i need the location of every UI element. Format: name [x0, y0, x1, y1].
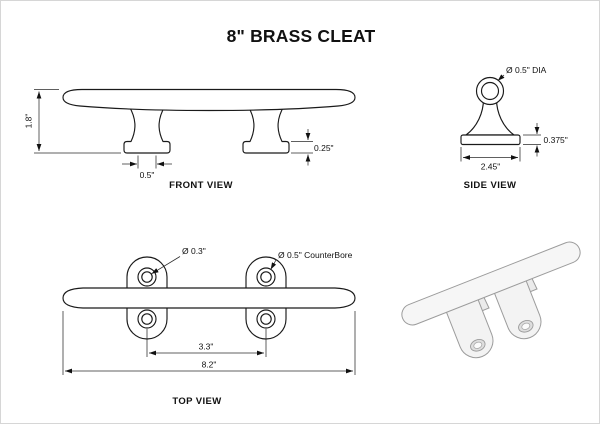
front-horn — [62, 88, 356, 112]
front-dim-height: 1.8" — [24, 114, 34, 129]
top-view-drawing: Ø 0.3" Ø 0.5" CounterBore 3.3" 8.2" TOP … — [62, 246, 356, 407]
top-hole-left-bottom — [141, 313, 153, 325]
side-width-extension-lines — [460, 147, 521, 162]
side-base — [460, 134, 521, 146]
front-dim-base-height: 0.25" — [314, 143, 334, 153]
iso-hole-left-bottom-inner — [473, 341, 483, 349]
side-thickness-extension-lines — [523, 134, 541, 145]
front-view-label: FRONT VIEW — [169, 180, 233, 191]
iso-hole-right-bottom-inner — [521, 322, 531, 330]
front-dim-base-width: 0.5" — [140, 170, 155, 180]
top-dim-counterbore: Ø 0.5" CounterBore — [278, 250, 353, 260]
isometric-view-drawing — [401, 241, 581, 359]
top-hole-left-top — [141, 271, 153, 283]
front-basewidth-extension-lines — [137, 155, 157, 169]
top-counterbore-leader — [270, 259, 277, 270]
side-dim-thickness: 0.375" — [544, 135, 568, 145]
top-hole-right-bottom — [260, 313, 272, 325]
front-view-drawing: 1.8" 0.5" 0.25" FRONT VIEW — [24, 88, 356, 191]
side-view-label: SIDE VIEW — [464, 180, 517, 191]
side-dim-width: 2.45" — [481, 162, 501, 172]
front-baseheight-extension-lines — [291, 141, 313, 154]
side-dim-diameter: Ø 0.5" DIA — [506, 65, 547, 75]
front-leg-right — [242, 105, 290, 154]
side-dia-leader — [497, 74, 505, 82]
top-dim-length: 8.2" — [202, 360, 217, 370]
front-leg-left — [123, 105, 171, 154]
top-dim-spacing: 3.3" — [199, 342, 214, 352]
top-dim-hole: Ø 0.3" — [182, 246, 206, 256]
side-horn-inner-circle — [480, 81, 500, 101]
top-horn — [62, 287, 356, 309]
page-title: 8" BRASS CLEAT — [227, 26, 376, 46]
top-spacing-extension-lines — [146, 329, 267, 357]
top-view-label: TOP VIEW — [172, 396, 221, 407]
top-hole-right-top — [260, 271, 272, 283]
front-height-extension-lines — [34, 89, 121, 154]
iso-horn — [401, 241, 581, 326]
top-hole-leader — [151, 256, 181, 275]
side-view-drawing: Ø 0.5" DIA 2.45" 0.375" SIDE VIEW — [460, 65, 568, 191]
top-length-extension-lines — [62, 311, 356, 375]
